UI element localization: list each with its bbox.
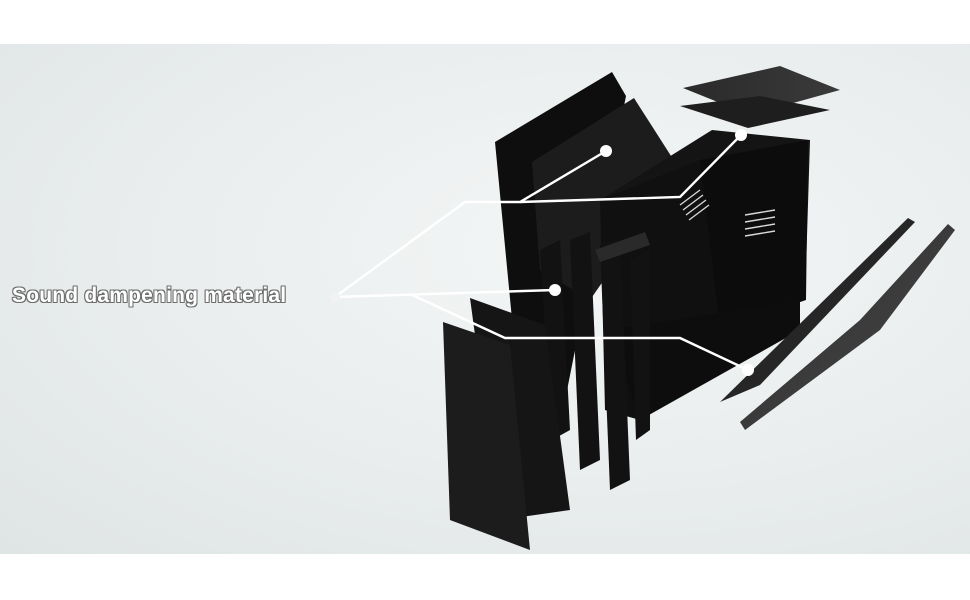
callout-lines [334,134,749,372]
front-frames [540,232,650,490]
chassis [600,130,810,420]
pc-case-exploded-illustration [330,66,955,550]
front-panel [443,298,570,550]
callout-dots [330,129,754,376]
product-image [0,44,970,554]
side-panel-right [720,218,955,430]
top-panel [680,66,840,128]
annotation-label: Sound dampening material [12,284,287,307]
